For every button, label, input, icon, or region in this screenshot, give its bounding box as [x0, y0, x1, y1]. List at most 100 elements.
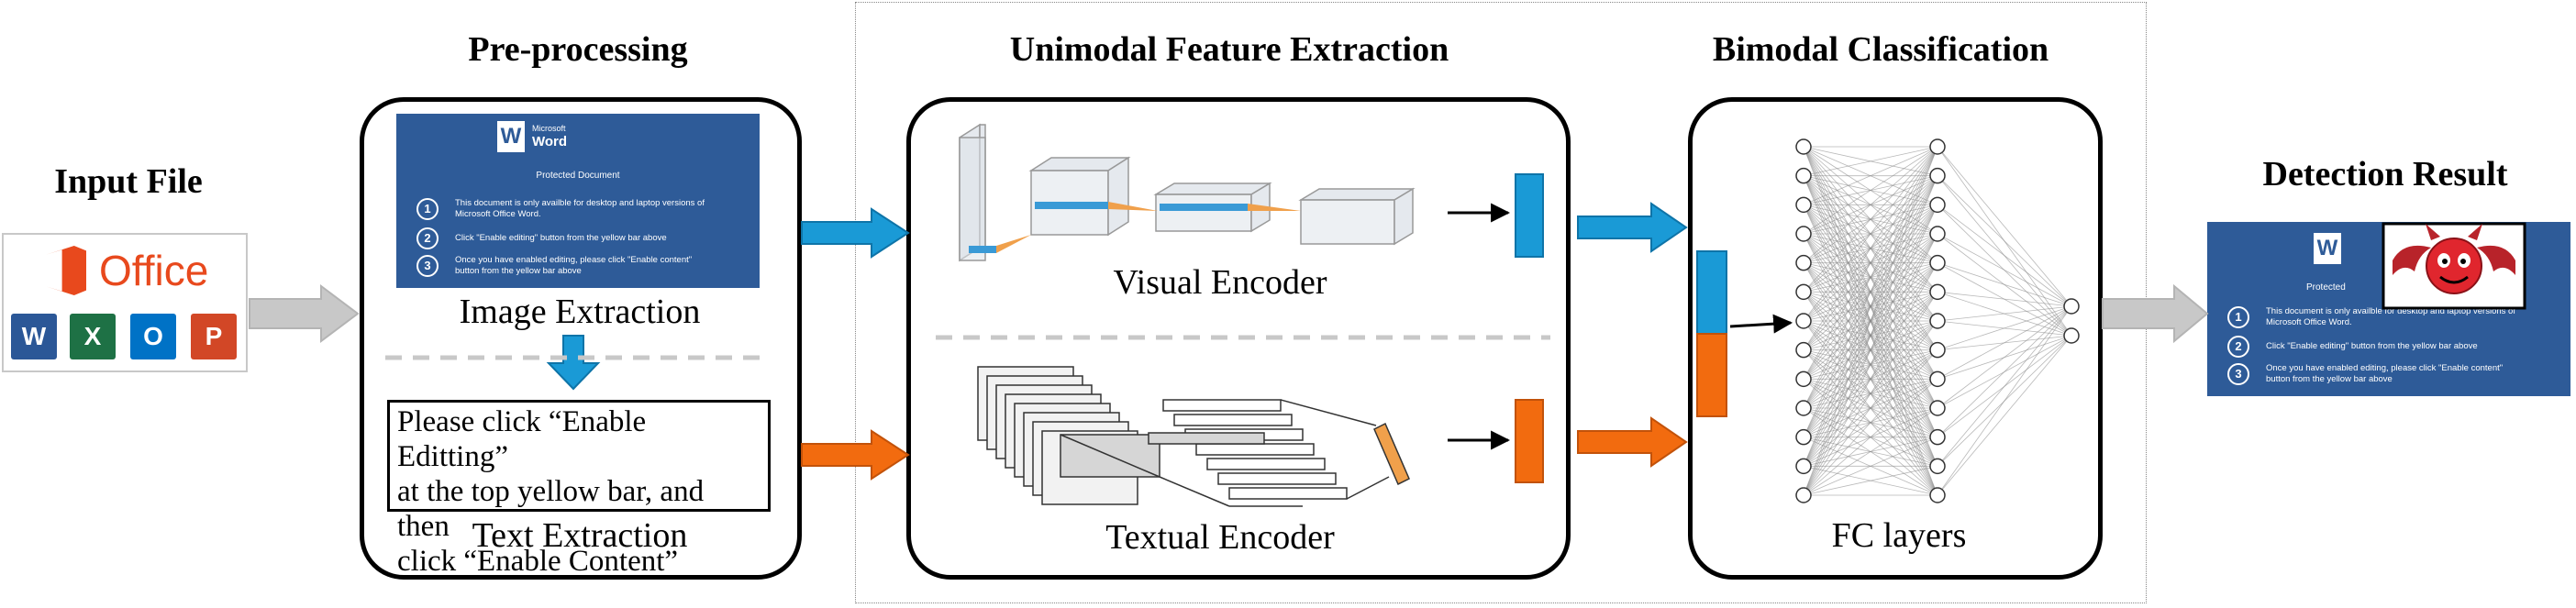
fc-node — [1795, 196, 1812, 214]
fc-edge — [1803, 146, 1938, 263]
outlook-icon: O — [130, 314, 176, 359]
fc-edge — [1803, 407, 1938, 496]
fc-edge — [1803, 320, 1938, 496]
result-heading: Protected — [2306, 282, 2346, 293]
step-2-line-1: Click "Enable editing" button from the y… — [455, 233, 667, 243]
fc-node — [1929, 428, 1946, 446]
fc-node — [1795, 400, 1812, 416]
fc-edge — [1803, 146, 1938, 437]
word-logo-icon: W — [497, 121, 525, 152]
fc-node — [1795, 254, 1812, 271]
visual-output-arrow — [1577, 202, 1688, 253]
fc-edges — [1803, 146, 2072, 496]
fc-node — [1929, 487, 1946, 503]
textual-feature-vector — [1515, 399, 1544, 483]
extracted-text-line-1: Please click “Enable Editting” — [397, 405, 647, 473]
fc-edge — [1937, 335, 2072, 496]
concat-textual-part — [1696, 333, 1727, 417]
concat-visual-part — [1696, 250, 1727, 335]
fc-node — [1929, 341, 1946, 359]
fc-node — [1929, 167, 1946, 184]
fc-edge — [1803, 292, 1938, 496]
fc-node — [1929, 400, 1946, 416]
malicious-devil-icon — [2382, 222, 2526, 310]
textual-conv-stack — [1148, 399, 1348, 500]
step-2-icon: 2 — [416, 227, 439, 249]
fc-edge — [1803, 233, 1938, 496]
excel-icon: X — [70, 314, 116, 359]
fc-edge — [1803, 205, 1938, 496]
result-step-3-icon: 3 — [2227, 363, 2249, 385]
fc-node — [1795, 428, 1812, 446]
fc-edge — [1803, 146, 1938, 177]
fc-node — [1795, 283, 1812, 301]
office-logo-text: Office — [99, 247, 209, 294]
fc-node — [1929, 254, 1946, 271]
fc-edge — [1803, 146, 1938, 235]
step-1-line-1: This document is only availble for deskt… — [455, 198, 705, 208]
fc-edge — [1937, 262, 2072, 307]
doc-heading: Protected Document — [536, 171, 620, 181]
input-file-title: Input File — [54, 162, 203, 201]
extracted-text-line-3: click “Enable Content” — [397, 545, 679, 578]
fc-node — [1929, 196, 1946, 214]
fc-edge — [1937, 305, 2072, 409]
result-step-1-icon: 1 — [2227, 306, 2249, 328]
fc-edge — [1803, 379, 1938, 496]
step-3-icon: 3 — [416, 255, 439, 277]
textual-input-arrow — [801, 429, 910, 481]
step-1-line-2: Microsoft Office Word. — [455, 209, 541, 219]
fc-edge — [1803, 146, 1938, 205]
result-step-1-line-1: This document is only availble for deskt… — [2266, 306, 2515, 316]
result-step-2-line-1: Click "Enable editing" button from the y… — [2266, 341, 2478, 351]
doc-brand-small: Microsoft — [532, 124, 566, 133]
fc-edge — [1803, 146, 1938, 322]
fc-output-node — [2063, 327, 2080, 344]
detection-result-title: Detection Result — [2262, 155, 2508, 193]
input-arrow — [249, 284, 360, 343]
preprocessing-title: Pre-processing — [468, 30, 688, 69]
fc-edge — [1803, 146, 1938, 350]
result-step-3-line-2: button from the yellow bar above — [2266, 374, 2393, 384]
fc-node — [1795, 167, 1812, 184]
fc-node — [1795, 487, 1812, 503]
fc-node — [1929, 313, 1946, 329]
fc-edge — [1937, 305, 2072, 351]
extracted-text-line-2: at the top yellow bar, and then — [397, 475, 705, 543]
fc-edge — [1803, 262, 1938, 496]
doc-brand-large: Word — [532, 134, 568, 149]
result-word-logo-icon: W — [2314, 233, 2341, 264]
fc-node — [1929, 138, 1946, 155]
fc-node — [1795, 341, 1812, 359]
powerpoint-icon: P — [191, 314, 237, 359]
textual-embedding-stack — [977, 366, 1160, 505]
bimodal-panel — [1688, 97, 2103, 580]
visual-feature-vector — [1515, 173, 1544, 258]
fc-edge — [1803, 146, 1938, 293]
output-arrow — [2102, 283, 2209, 344]
fc-node — [1795, 458, 1812, 475]
fc-edge — [1937, 291, 2072, 307]
unimodal-title: Unimodal Feature Extraction — [1009, 30, 1449, 69]
fc-edge — [1937, 233, 2072, 307]
result-step-1-line-2: Microsoft Office Word. — [2266, 317, 2352, 327]
fc-edge — [1803, 146, 1938, 380]
textual-pooled-feature — [1373, 422, 1410, 486]
fc-node — [1929, 283, 1946, 301]
step-3-line-2: button from the yellow bar above — [455, 266, 582, 276]
fc-edge — [1937, 305, 2072, 496]
fc-output-node — [2063, 298, 2080, 315]
text-extraction-label: Text Extraction — [472, 516, 688, 555]
fc-edge — [1803, 437, 1938, 496]
fc-node — [1929, 226, 1946, 242]
fc-edge — [1803, 175, 1938, 496]
fc-nodes — [1795, 138, 2080, 503]
fc-edge — [1803, 465, 1938, 496]
fc-edge — [1937, 305, 2072, 322]
fc-node — [1929, 370, 1946, 388]
visual-encoder-label: Visual Encoder — [1113, 263, 1327, 302]
fc-edge — [1803, 349, 1938, 496]
fc-node — [1795, 313, 1812, 329]
fc-edge — [1803, 146, 1938, 496]
